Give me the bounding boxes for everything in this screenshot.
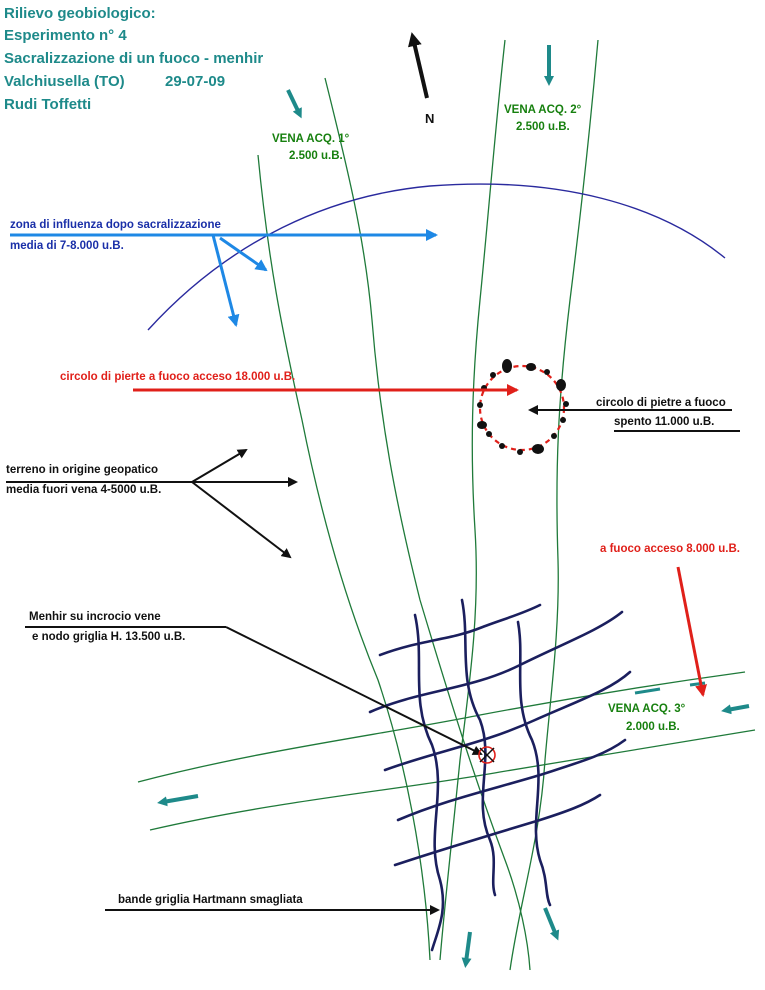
header-author: Rudi Toffetti xyxy=(4,96,92,113)
terrain-label-2: media fuori vena 4-5000 u.B. xyxy=(6,484,162,496)
vein-2-name: VENA ACQ. 2° xyxy=(504,104,582,116)
water-vein-3 xyxy=(137,671,756,831)
circle-out-label-2: spento 11.000 u.B. xyxy=(614,416,715,428)
red-arrows xyxy=(133,384,707,697)
influence-label-1: zona di influenza dopo sacralizzazione xyxy=(10,219,221,231)
circle-lit-label: circolo di pierte a fuoco acceso 18.000 … xyxy=(60,371,296,383)
vein-3-name: VENA ACQ. 3° xyxy=(608,703,686,715)
menhir-label-2: e nodo griglia H. 13.500 u.B. xyxy=(32,631,186,643)
vein-1-name: VENA ACQ. 1° xyxy=(272,133,350,145)
vein-1-value: 2.500 u.B. xyxy=(289,150,343,162)
fire-lit-label: a fuoco acceso 8.000 u.B. xyxy=(600,543,740,555)
header-experiment: Esperimento n° 4 xyxy=(4,27,127,44)
north-arrow-icon xyxy=(408,32,429,99)
water-vein-1 xyxy=(257,77,531,971)
influence-arc xyxy=(147,183,726,331)
hartmann-label: bande griglia Hartmann smagliata xyxy=(118,894,303,906)
influence-label-2: media di 7-8.000 u.B. xyxy=(10,240,124,252)
header-title: Rilievo geobiologico: xyxy=(4,5,156,22)
hartmann-grid xyxy=(368,598,632,952)
vein-2-value: 2.500 u.B. xyxy=(516,121,570,133)
water-vein-2 xyxy=(439,39,599,971)
stone-circle xyxy=(477,359,569,455)
menhir-label-1: Menhir su incrocio vene xyxy=(29,611,161,623)
vein-3-value: 2.000 u.B. xyxy=(626,721,680,733)
header-date: 29-07-09 xyxy=(165,73,226,90)
influence-arrows xyxy=(10,229,438,327)
vein-3-highlight xyxy=(634,681,706,695)
terrain-label-1: terreno in origine geopatico xyxy=(6,464,159,476)
black-pointers xyxy=(6,405,740,915)
header-subject: Sacralizzazione di un fuoco - menhir xyxy=(4,50,264,67)
circle-out-label-1: circolo di pietre a fuoco xyxy=(596,397,726,409)
header-place: Valchiusella (TO) xyxy=(4,73,125,90)
north-label: N xyxy=(425,111,435,126)
menhir-symbol xyxy=(478,746,496,764)
flow-arrows xyxy=(157,45,750,968)
